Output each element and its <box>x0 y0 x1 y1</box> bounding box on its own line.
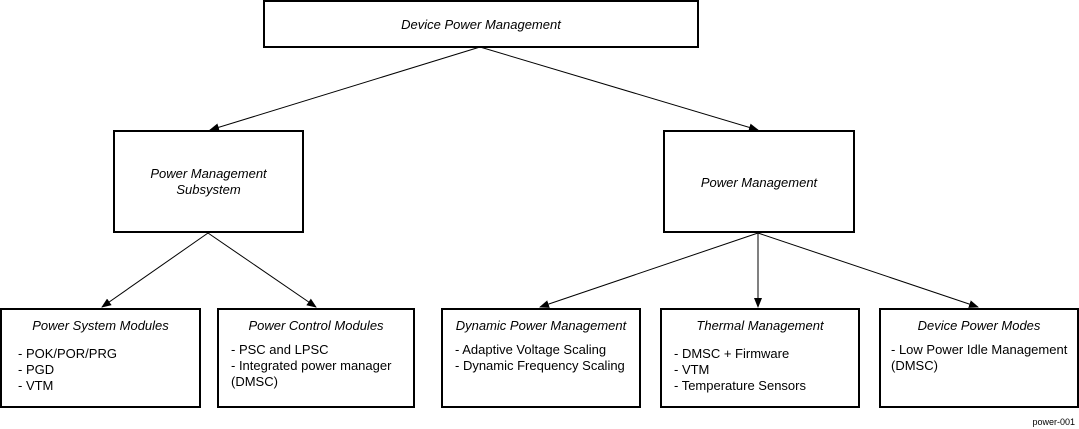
thermal-management-title: Thermal Management <box>696 318 824 333</box>
power-control-modules-list: - PSC and LPSC - Integrated power manage… <box>231 342 413 390</box>
list-item: - Integrated power manager (DMSC) <box>231 358 392 389</box>
power-management-subsystem-title: Power Management Subsystem <box>150 166 267 197</box>
power-control-modules-node: Power Control Modules - PSC and LPSC - I… <box>217 308 415 408</box>
dynamic-power-management-title: Dynamic Power Management <box>455 318 627 333</box>
power-system-modules-title: Power System Modules <box>32 318 169 333</box>
thermal-management-list: - DMSC + Firmware - VTM - Temperature Se… <box>674 346 858 394</box>
list-item: - DMSC + Firmware <box>674 346 790 361</box>
power-management-title: Power Management <box>700 175 818 190</box>
list-item: - Temperature Sensors <box>674 378 806 393</box>
device-power-modes-title: Device Power Modes <box>917 318 1041 333</box>
root-node-title: Device Power Management <box>401 17 561 32</box>
dynamic-power-management-node: Dynamic Power Management - Adaptive Volt… <box>441 308 641 408</box>
figure-id: power-001 <box>1032 417 1075 427</box>
arrow-root-to-subsystem <box>209 46 481 132</box>
power-control-modules-title: Power Control Modules <box>248 318 384 333</box>
dynamic-power-management-list: - Adaptive Voltage Scaling - Dynamic Fre… <box>455 342 639 374</box>
list-item: - Adaptive Voltage Scaling <box>455 342 607 357</box>
list-item: - VTM <box>674 362 710 377</box>
list-item: - Low Power Idle Management (DMSC) <box>891 342 1068 373</box>
arrow-pm-to-power-modes <box>757 232 979 308</box>
power-management-subsystem-node: Power Management Subsystem <box>113 130 304 233</box>
arrow-subsystem-to-system-modules <box>101 232 209 308</box>
power-system-modules-node: Power System Modules - POK/POR/PRG - PGD… <box>0 308 201 408</box>
list-item: - PGD <box>18 362 55 377</box>
power-system-modules-list: - POK/POR/PRG - PGD - VTM <box>18 346 199 394</box>
list-item: - POK/POR/PRG <box>18 346 117 361</box>
arrow-subsystem-to-control-modules <box>207 232 317 308</box>
device-power-modes-node: Device Power Modes - Low Power Idle Mana… <box>879 308 1079 408</box>
power-management-node: Power Management <box>663 130 855 233</box>
arrow-pm-to-dynamic <box>539 232 759 308</box>
thermal-management-node: Thermal Management - DMSC + Firmware - V… <box>660 308 860 408</box>
list-item: - PSC and LPSC <box>231 342 329 357</box>
arrow-root-to-power-management <box>479 46 759 132</box>
list-item: - Dynamic Frequency Scaling <box>455 358 625 373</box>
list-item: - VTM <box>18 378 54 393</box>
device-power-modes-list: - Low Power Idle Management (DMSC) <box>891 342 1077 374</box>
root-node: Device Power Management <box>263 0 699 48</box>
